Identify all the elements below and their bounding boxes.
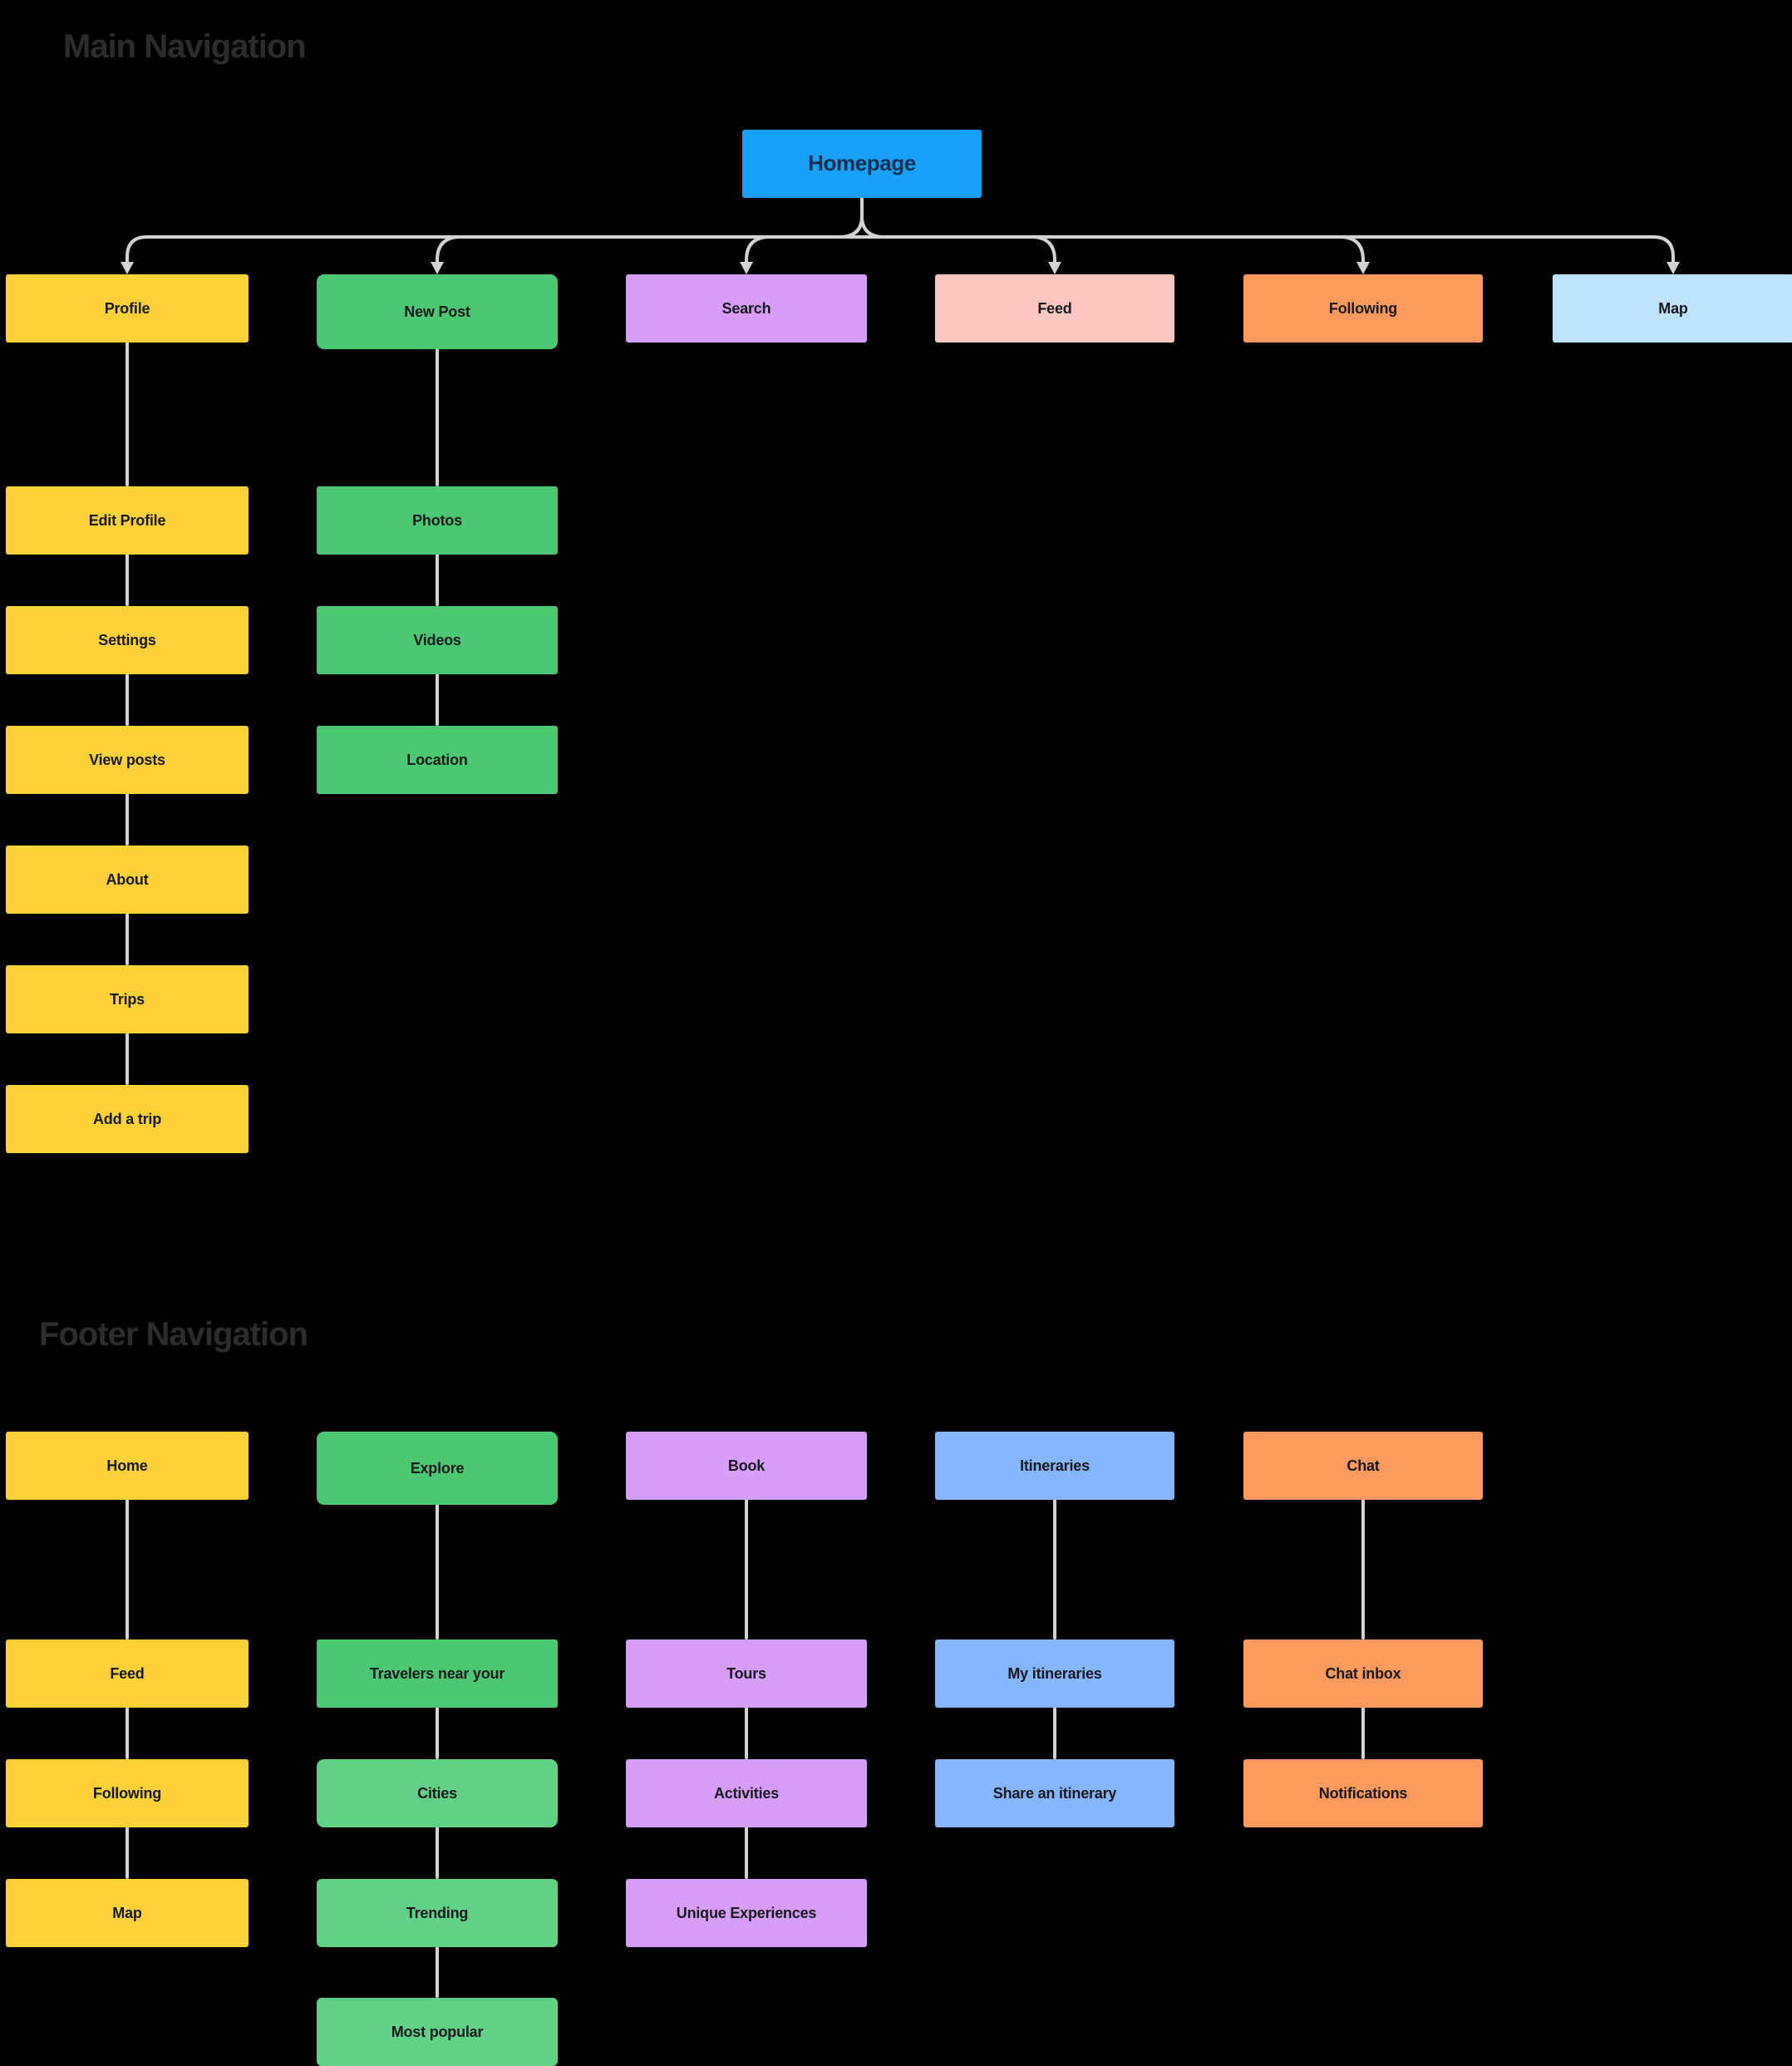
node-label: Feed bbox=[110, 1664, 145, 1682]
node-view-posts[interactable]: View posts bbox=[6, 726, 249, 794]
node-settings[interactable]: Settings bbox=[6, 606, 249, 674]
node-label: Photos bbox=[412, 511, 462, 529]
node-book[interactable]: Book bbox=[626, 1432, 867, 1500]
node-label: Chat bbox=[1346, 1457, 1380, 1474]
node-feed-footer[interactable]: Feed bbox=[6, 1639, 249, 1708]
node-label: New Post bbox=[404, 303, 470, 320]
node-label: About bbox=[106, 870, 149, 888]
node-share-an-itinerary[interactable]: Share an itinerary bbox=[935, 1759, 1174, 1827]
node-label: Trending bbox=[406, 1904, 469, 1921]
node-activities[interactable]: Activities bbox=[626, 1759, 867, 1827]
node-label: Unique Experiences bbox=[676, 1904, 817, 1921]
node-label: Home bbox=[106, 1457, 148, 1474]
arrowhead-newpost bbox=[431, 262, 444, 274]
node-notifications[interactable]: Notifications bbox=[1243, 1759, 1483, 1827]
node-new-post[interactable]: New Post bbox=[317, 274, 558, 349]
node-label: Trips bbox=[109, 990, 145, 1008]
arrowhead-map bbox=[1666, 262, 1680, 274]
node-itineraries[interactable]: Itineraries bbox=[935, 1432, 1174, 1500]
node-most-popular[interactable]: Most popular bbox=[317, 1998, 558, 2066]
node-label: Settings bbox=[98, 631, 156, 648]
node-label: Itineraries bbox=[1020, 1457, 1090, 1474]
connector-branch-following bbox=[1338, 235, 1365, 265]
node-cities[interactable]: Cities bbox=[317, 1759, 558, 1827]
node-map[interactable]: Map bbox=[1553, 274, 1792, 343]
node-trending[interactable]: Trending bbox=[317, 1879, 558, 1947]
arrowhead-feed bbox=[1048, 262, 1061, 274]
node-trips[interactable]: Trips bbox=[6, 965, 249, 1033]
node-label: Explore bbox=[410, 1459, 465, 1477]
main-navigation-title: Main Navigation bbox=[63, 28, 307, 65]
node-label: View posts bbox=[89, 751, 165, 768]
node-label: Profile bbox=[104, 299, 150, 317]
node-home[interactable]: Home bbox=[6, 1432, 249, 1500]
node-chat[interactable]: Chat bbox=[1243, 1432, 1483, 1500]
node-add-a-trip[interactable]: Add a trip bbox=[6, 1085, 249, 1153]
node-travelers-near-your[interactable]: Travelers near your bbox=[317, 1639, 558, 1708]
node-label: Following bbox=[1328, 299, 1398, 317]
node-label: Tours bbox=[726, 1664, 766, 1682]
node-label: Location bbox=[406, 751, 468, 768]
node-label: Search bbox=[721, 299, 771, 317]
connector-homepage-trunk bbox=[838, 196, 886, 239]
node-label: Homepage bbox=[808, 150, 916, 176]
node-homepage[interactable]: Homepage bbox=[742, 130, 982, 198]
node-videos[interactable]: Videos bbox=[317, 606, 558, 674]
node-following-footer[interactable]: Following bbox=[6, 1759, 249, 1827]
node-label: My itineraries bbox=[1007, 1664, 1102, 1682]
node-label: Most popular bbox=[391, 2023, 484, 2040]
node-label: Notifications bbox=[1318, 1784, 1408, 1802]
node-label: Edit Profile bbox=[88, 511, 166, 529]
node-label: Following bbox=[92, 1784, 162, 1802]
node-chat-inbox[interactable]: Chat inbox bbox=[1243, 1639, 1483, 1708]
node-label: Map bbox=[112, 1904, 142, 1921]
node-label: Activities bbox=[713, 1784, 780, 1802]
node-label: Map bbox=[1658, 299, 1688, 317]
node-map-footer[interactable]: Map bbox=[6, 1879, 249, 1947]
node-label: Share an itinerary bbox=[992, 1784, 1117, 1802]
node-edit-profile[interactable]: Edit Profile bbox=[6, 486, 249, 555]
node-photos[interactable]: Photos bbox=[317, 486, 558, 555]
arrowhead-search bbox=[740, 262, 753, 274]
node-tours[interactable]: Tours bbox=[626, 1639, 867, 1708]
arrowhead-following bbox=[1356, 262, 1370, 274]
node-label: Add a trip bbox=[93, 1110, 161, 1127]
connector-branch-newpost bbox=[436, 235, 462, 265]
footer-navigation-title: Footer Navigation bbox=[39, 1316, 308, 1353]
node-about[interactable]: About bbox=[6, 846, 249, 914]
node-following[interactable]: Following bbox=[1243, 274, 1483, 343]
node-label: Book bbox=[727, 1457, 766, 1474]
node-label: Videos bbox=[413, 631, 461, 648]
node-label: Travelers near your bbox=[369, 1664, 505, 1682]
node-feed[interactable]: Feed bbox=[935, 274, 1174, 343]
node-profile[interactable]: Profile bbox=[6, 274, 249, 343]
node-label: Feed bbox=[1037, 299, 1072, 317]
node-my-itineraries[interactable]: My itineraries bbox=[935, 1639, 1174, 1708]
node-search[interactable]: Search bbox=[626, 274, 867, 343]
node-unique-experiences[interactable]: Unique Experiences bbox=[626, 1879, 867, 1947]
connector-branch-feed bbox=[1030, 235, 1056, 265]
node-location[interactable]: Location bbox=[317, 726, 558, 794]
connector-level1-rail bbox=[126, 235, 1675, 265]
arrowhead-profile bbox=[121, 262, 134, 274]
connector-branch-search bbox=[745, 235, 771, 265]
node-label: Chat inbox bbox=[1325, 1664, 1401, 1682]
node-explore[interactable]: Explore bbox=[317, 1432, 558, 1505]
node-label: Cities bbox=[417, 1784, 457, 1802]
